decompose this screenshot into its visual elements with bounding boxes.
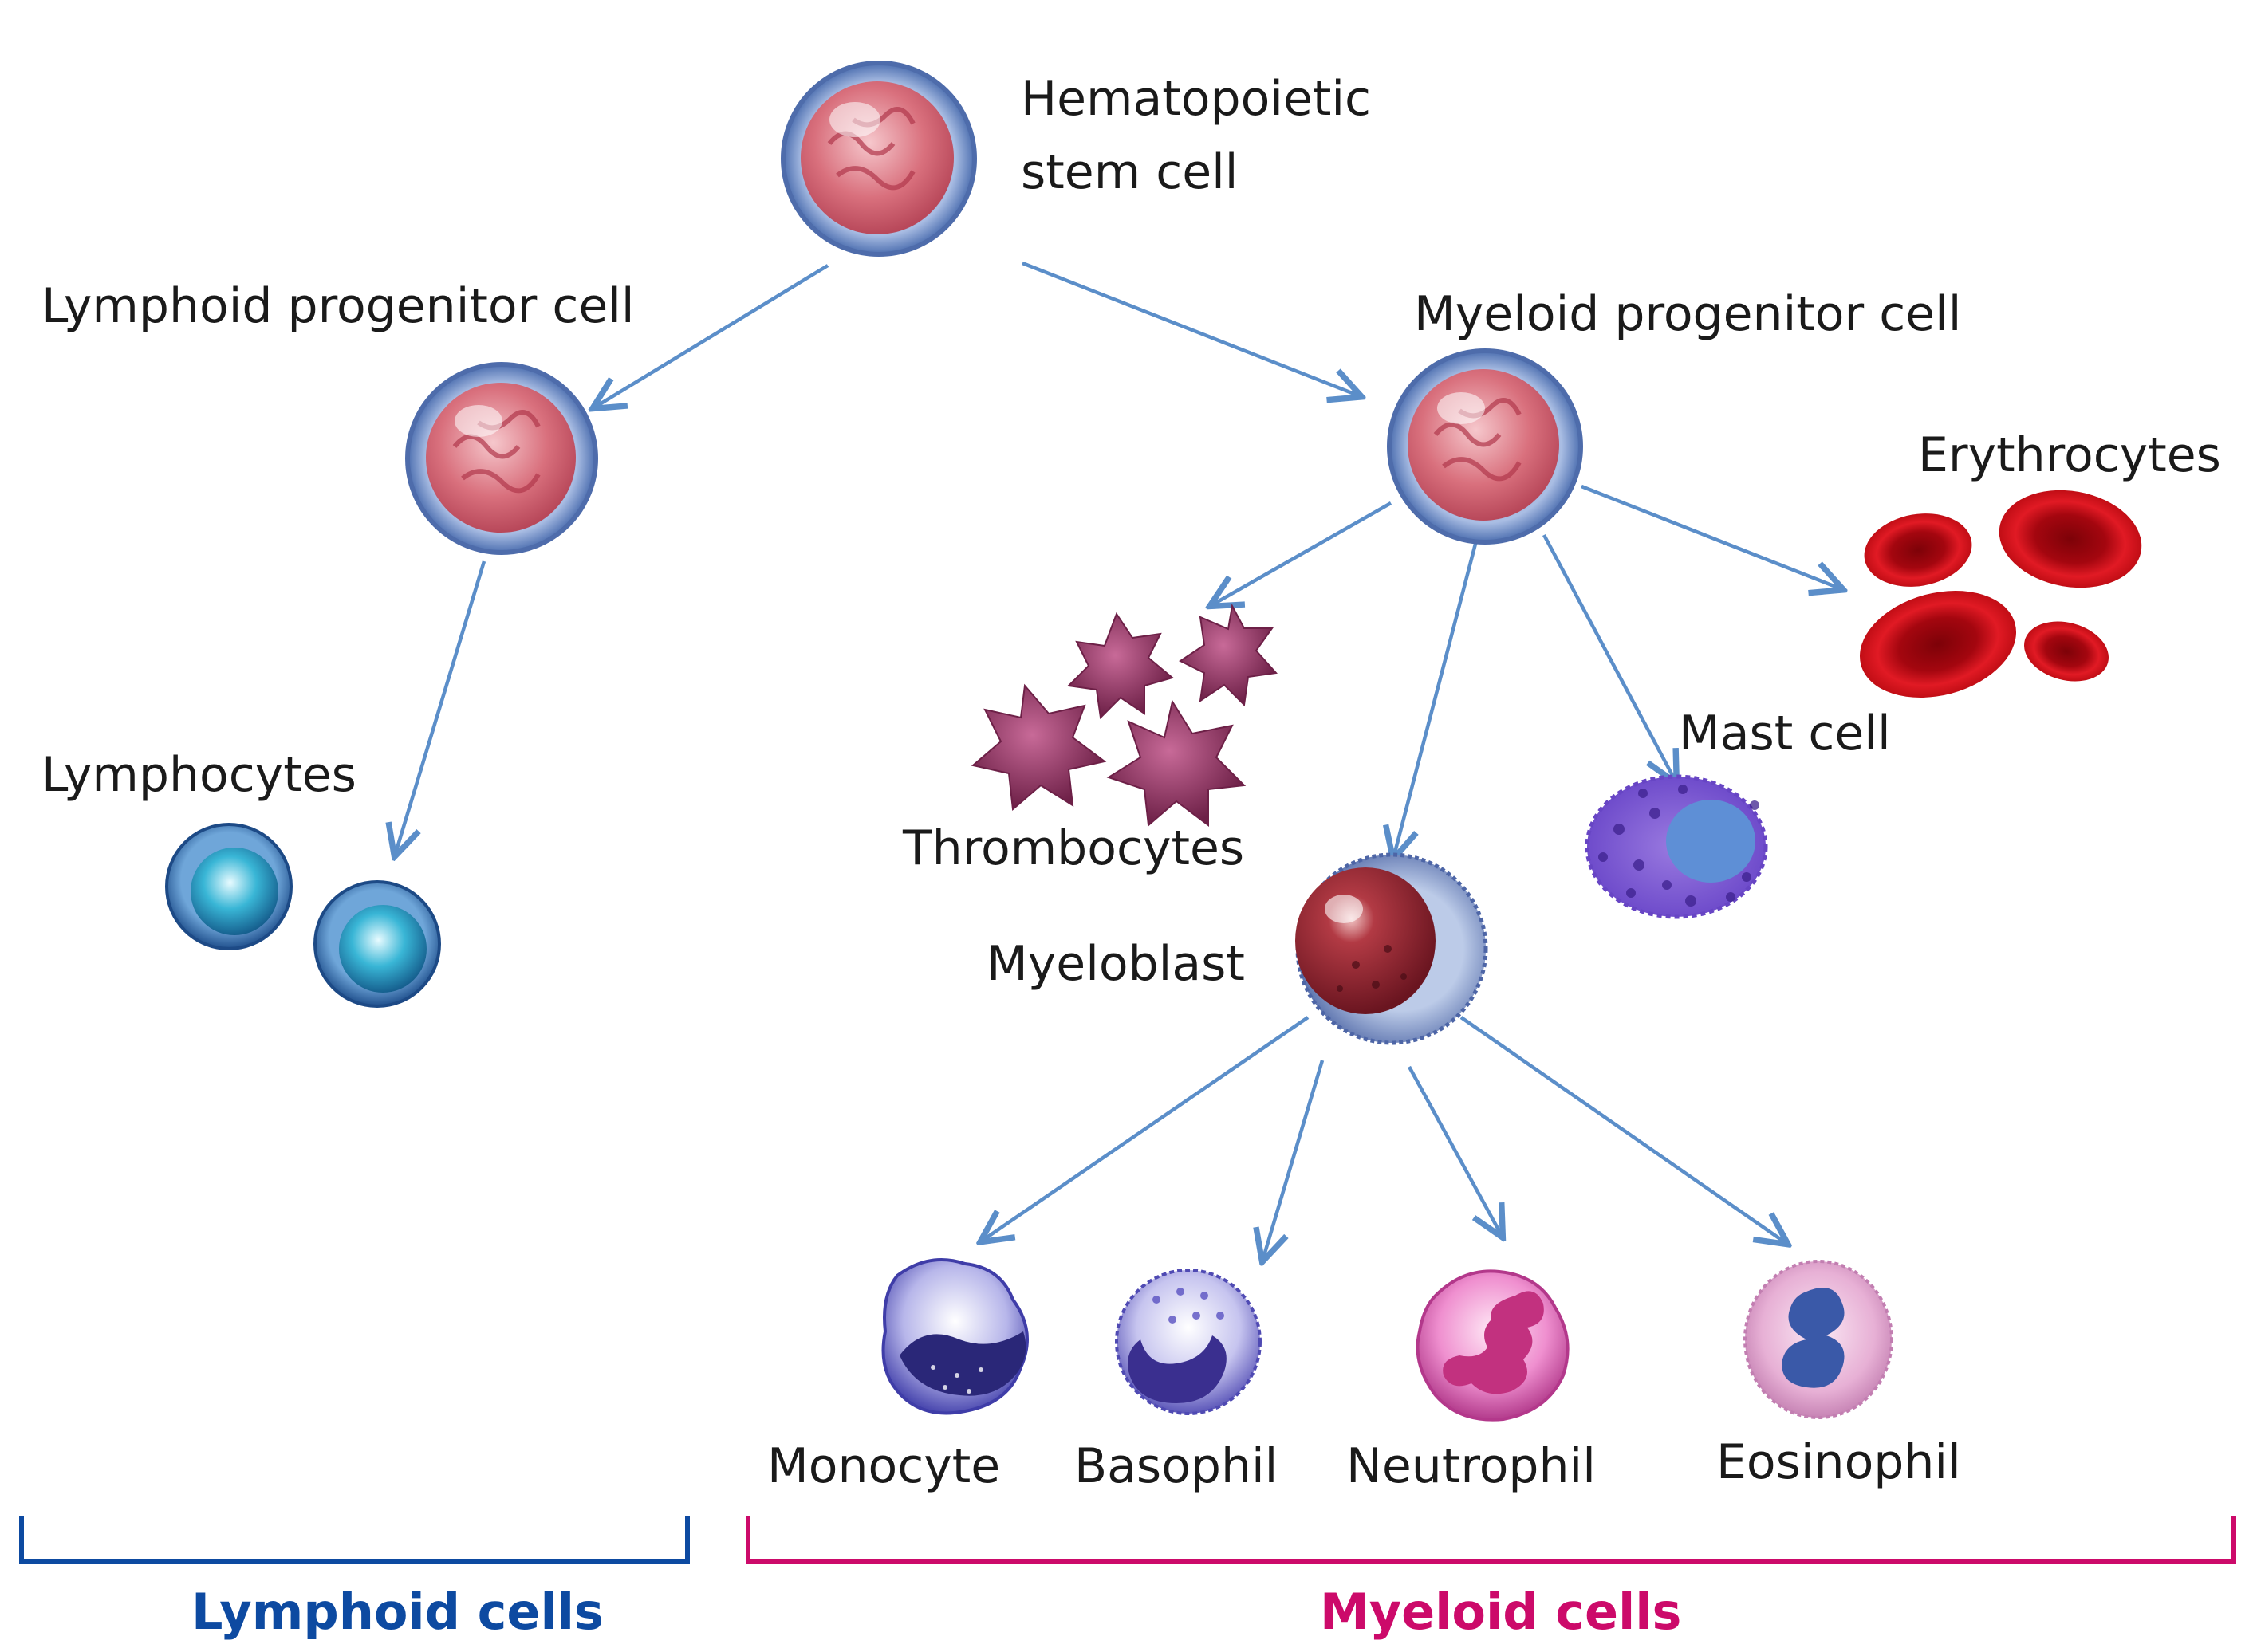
mast-cell-icon: [1585, 774, 1768, 919]
neutrophil-label: Neutrophil: [1346, 1438, 1596, 1494]
arrow-myeloid-to-thrombocytes: [1213, 502, 1392, 604]
arrow-myeloid-to-erythrocytes: [1581, 484, 1840, 588]
lymphoid-bracket: [19, 1516, 690, 1564]
arrow-myeloblast-to-monocyte: [983, 1016, 1310, 1240]
thrombocytes-icon: [971, 603, 1278, 827]
myeloblast-icon: [1295, 852, 1488, 1045]
hsc-label-line2: stem cell: [1021, 144, 1239, 200]
myeloid-progenitor-label: Myeloid progenitor cell: [1414, 286, 1962, 342]
mast-cell-label: Mast cell: [1679, 706, 1891, 761]
eosinophil-icon: [1743, 1260, 1893, 1419]
arrow-myeloid-to-myeloblast: [1394, 528, 1482, 856]
erythrocytes-label: Erythrocytes: [1918, 427, 2221, 483]
monocyte-label: Monocyte: [767, 1438, 1001, 1494]
eosinophil-label: Eosinophil: [1716, 1434, 1961, 1490]
hsc-label-line1: Hematopoietic: [1021, 71, 1372, 127]
myeloid-bracket: [746, 1516, 2236, 1564]
arrow-myeloblast-to-eosinophil: [1459, 1016, 1785, 1242]
lymphocytes-icon: [165, 823, 441, 1008]
neutrophil-icon: [1416, 1269, 1570, 1422]
arrow-myeloblast-to-neutrophil: [1408, 1065, 1501, 1234]
basophil-label: Basophil: [1074, 1438, 1278, 1494]
erythrocytes-icon: [1859, 490, 2142, 698]
lymphoid-progenitor-label: Lymphoid progenitor cell: [41, 278, 635, 334]
myeloid-progenitor-cell-icon: [1387, 348, 1583, 545]
lymphoid-cells-label: Lymphoid cells: [191, 1583, 604, 1641]
arrows: [396, 261, 1840, 1258]
arrow-myeloid-to-mast-cell: [1542, 533, 1675, 780]
hematopoietic-stem-cell-icon: [781, 61, 977, 257]
myeloid-cells-label: Myeloid cells: [1320, 1583, 1682, 1641]
myeloblast-label: Myeloblast: [987, 936, 1245, 992]
arrow-hsc-to-lymphoid: [596, 264, 829, 407]
lymphoid-progenitor-cell-icon: [405, 362, 598, 555]
lymphocytes-label: Lymphocytes: [41, 747, 356, 803]
arrow-lymphoid-to-lymphocytes: [396, 560, 486, 853]
arrow-hsc-to-myeloid: [1022, 261, 1358, 395]
basophil-icon: [1115, 1268, 1262, 1415]
thrombocytes-label: Thrombocytes: [903, 820, 1245, 876]
arrow-myeloblast-to-basophil: [1263, 1060, 1325, 1258]
monocyte-icon: [881, 1258, 1029, 1415]
